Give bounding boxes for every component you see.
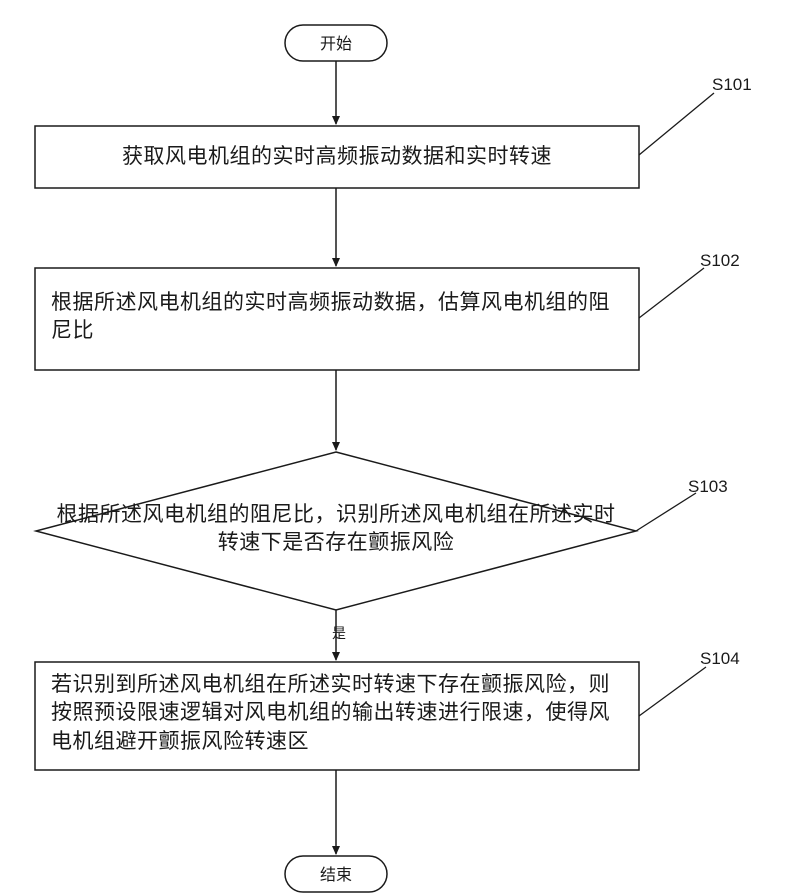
start-label: 开始 bbox=[285, 33, 387, 55]
step-id-s101: S101 bbox=[712, 74, 752, 97]
step-text-s102: 根据所述风电机组的实时高频振动数据，估算风电机组的阻尼比 bbox=[51, 288, 625, 345]
step-text-s104: 若识别到所述风电机组在所述实时转速下存在颤振风险，则按照预设限速逻辑对风电机组的… bbox=[51, 670, 625, 755]
leader-s102 bbox=[639, 268, 704, 318]
step-id-s103: S103 bbox=[688, 476, 728, 499]
step-text-s101: 获取风电机组的实时高频振动数据和实时转速 bbox=[35, 142, 639, 170]
leader-s104 bbox=[639, 667, 706, 716]
end-label: 结束 bbox=[285, 864, 387, 886]
step-id-s104: S104 bbox=[700, 648, 740, 671]
yes-label: 是 bbox=[332, 625, 346, 644]
leader-s101 bbox=[639, 93, 714, 155]
leader-s103 bbox=[636, 493, 696, 531]
step-text-s103: 根据所述风电机组的阻尼比，识别所述风电机组在所述实时转速下是否存在颤振风险 bbox=[46, 500, 626, 557]
step-id-s102: S102 bbox=[700, 250, 740, 273]
